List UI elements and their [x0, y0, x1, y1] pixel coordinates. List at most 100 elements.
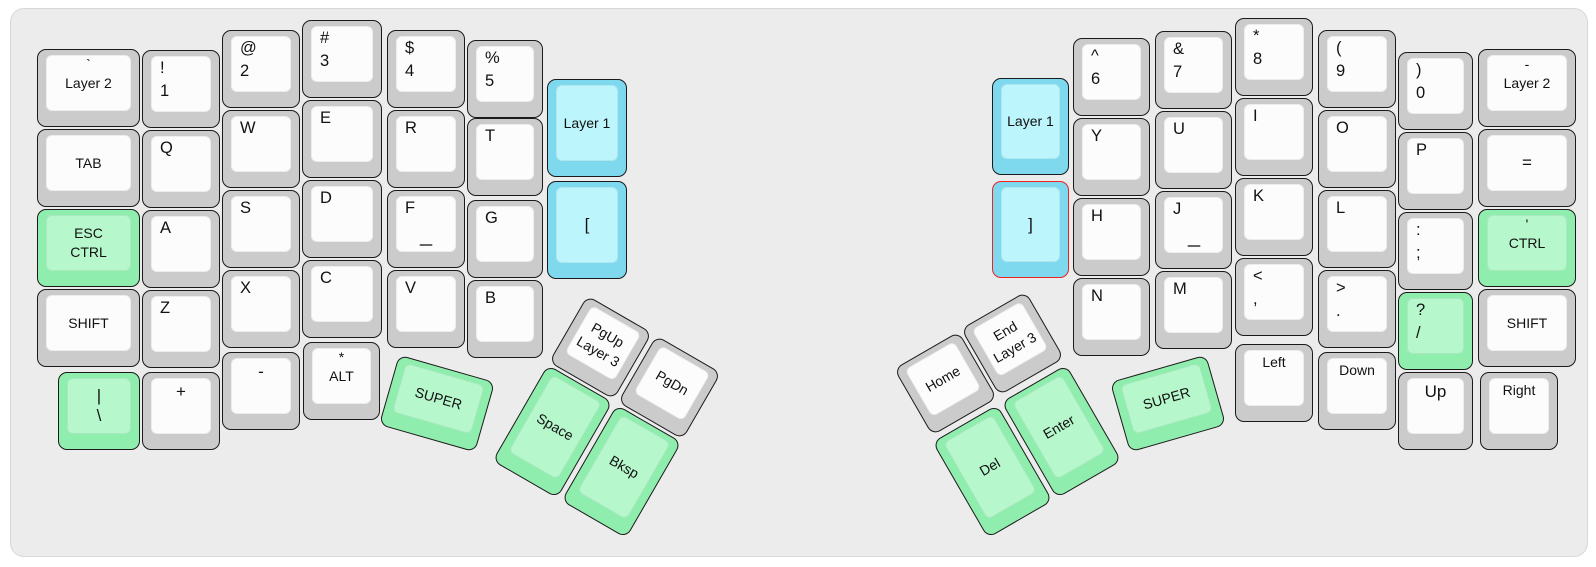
key-paren-9[interactable]: (9 — [1318, 30, 1396, 108]
keycap-base: @2 — [222, 30, 300, 108]
keycap-base: O — [1318, 110, 1396, 188]
keycap-base: *8 — [1235, 18, 1313, 96]
keycap-surface: Y — [1082, 124, 1141, 180]
key-paren-0[interactable]: )0 — [1398, 52, 1473, 130]
key-tab[interactable]: TAB — [37, 129, 140, 207]
key-legend: N — [1091, 287, 1103, 305]
key-backtick-layer2[interactable]: `Layer 2 — [37, 49, 140, 127]
key-j[interactable]: J — [1155, 191, 1232, 269]
key-legend: F — [405, 199, 416, 217]
key-i[interactable]: I — [1235, 98, 1313, 176]
key-arrow-up[interactable]: Up — [1398, 372, 1473, 450]
key-z[interactable]: Z — [142, 290, 220, 368]
key-at-2[interactable]: @2 — [222, 30, 300, 108]
key-colon-semi[interactable]: :; — [1398, 212, 1473, 290]
key-h[interactable]: H — [1073, 198, 1150, 276]
key-arrow-left[interactable]: Left — [1235, 344, 1313, 422]
key-shift-left[interactable]: SHIFT — [37, 289, 140, 367]
keycap-base: *ALT — [303, 342, 380, 420]
key-amp-7[interactable]: &7 — [1155, 31, 1232, 109]
key-minus-layer2[interactable]: -Layer 2 — [1478, 49, 1576, 127]
key-super-left[interactable]: SUPER — [378, 354, 496, 452]
key-q[interactable]: Q — [142, 130, 220, 208]
key-k[interactable]: K — [1235, 178, 1313, 256]
key-question-slash[interactable]: ?/ — [1398, 292, 1473, 370]
key-g[interactable]: G — [467, 200, 543, 278]
key-main-legend: SHIFT — [1488, 296, 1566, 350]
key-legend: Right — [1502, 382, 1536, 398]
key-layer1-left[interactable]: Layer 1 — [547, 79, 627, 177]
key-p[interactable]: P — [1398, 132, 1473, 210]
key-m[interactable]: M — [1155, 271, 1232, 349]
key-hash-3[interactable]: #3 — [302, 20, 382, 98]
key-star-alt[interactable]: *ALT — [303, 342, 380, 420]
keycap-surface: |\ — [67, 378, 131, 434]
key-pipe-backslash[interactable]: |\ — [58, 372, 140, 450]
keycap-surface: Home — [904, 340, 981, 417]
keycap-base: SHIFT — [37, 289, 140, 367]
keycap-surface: L — [1327, 196, 1387, 252]
key-legend-line: ESC — [74, 225, 103, 242]
key-lbracket[interactable]: [ — [547, 181, 627, 279]
key-u[interactable]: U — [1155, 111, 1232, 189]
key-c[interactable]: C — [302, 260, 382, 338]
keycap-surface: ?/ — [1407, 298, 1464, 354]
key-x[interactable]: X — [222, 270, 300, 348]
keycap-base: 'CTRL — [1478, 209, 1576, 287]
keycap-base: <, — [1235, 258, 1313, 336]
key-shift-right[interactable]: SHIFT — [1478, 289, 1576, 367]
key-a[interactable]: A — [142, 210, 220, 288]
keycap-surface: Left — [1244, 350, 1304, 406]
key-super-right[interactable]: SUPER — [1109, 354, 1227, 452]
key-l[interactable]: L — [1318, 190, 1396, 268]
key-rbracket[interactable]: ] — [992, 181, 1069, 278]
key-percent-5[interactable]: %5 — [467, 40, 543, 118]
key-legend: @ — [240, 39, 257, 57]
keycap-surface: I — [1244, 104, 1304, 160]
key-b[interactable]: B — [467, 280, 543, 358]
key-f[interactable]: F — [387, 190, 465, 268]
key-y[interactable]: Y — [1073, 118, 1150, 196]
key-arrow-down[interactable]: Down — [1318, 352, 1396, 430]
key-excl-1[interactable]: !1 — [142, 50, 220, 128]
key-quote-ctrl[interactable]: 'CTRL — [1478, 209, 1576, 287]
key-d[interactable]: D — [302, 180, 382, 258]
keycap-surface: E — [311, 106, 373, 162]
key-t[interactable]: T — [467, 118, 543, 196]
key-minus[interactable]: - — [222, 352, 300, 430]
key-s[interactable]: S — [222, 190, 300, 268]
keycap-surface: SUPER — [1120, 362, 1214, 435]
keycap-base: ?/ — [1398, 292, 1473, 370]
keycap-surface: SHIFT — [46, 295, 131, 351]
key-caret-6[interactable]: ^6 — [1073, 38, 1150, 116]
key-legend: T — [485, 127, 496, 145]
key-v[interactable]: V — [387, 270, 465, 348]
key-legend: Left — [1262, 354, 1286, 370]
keycap-base: `Layer 2 — [37, 49, 140, 127]
key-n[interactable]: N — [1073, 278, 1150, 356]
key-legend: K — [1253, 187, 1265, 205]
key-legend: ( — [1336, 39, 1342, 57]
key-w[interactable]: W — [222, 110, 300, 188]
key-lt-comma[interactable]: <, — [1235, 258, 1313, 336]
key-layer1-right[interactable]: Layer 1 — [992, 78, 1069, 175]
key-legend: X — [240, 279, 252, 297]
key-plus[interactable]: + — [142, 372, 220, 450]
key-e[interactable]: E — [302, 100, 382, 178]
key-arrow-right[interactable]: Right — [1480, 372, 1558, 450]
keycap-base: T — [467, 118, 543, 196]
key-legend-line: ALT — [329, 367, 354, 384]
keycap-base: :; — [1398, 212, 1473, 290]
key-gt-period[interactable]: >. — [1318, 270, 1396, 348]
key-star-8[interactable]: *8 — [1235, 18, 1313, 96]
key-equals[interactable]: = — [1478, 129, 1576, 207]
keycap-surface: M — [1164, 277, 1223, 333]
key-dollar-4[interactable]: $4 — [387, 30, 465, 108]
keycap-surface: Layer 1 — [1001, 84, 1060, 159]
keycap-base: A — [142, 210, 220, 288]
key-o[interactable]: O — [1318, 110, 1396, 188]
key-r[interactable]: R — [387, 110, 465, 188]
key-legend: 6 — [1091, 70, 1101, 89]
